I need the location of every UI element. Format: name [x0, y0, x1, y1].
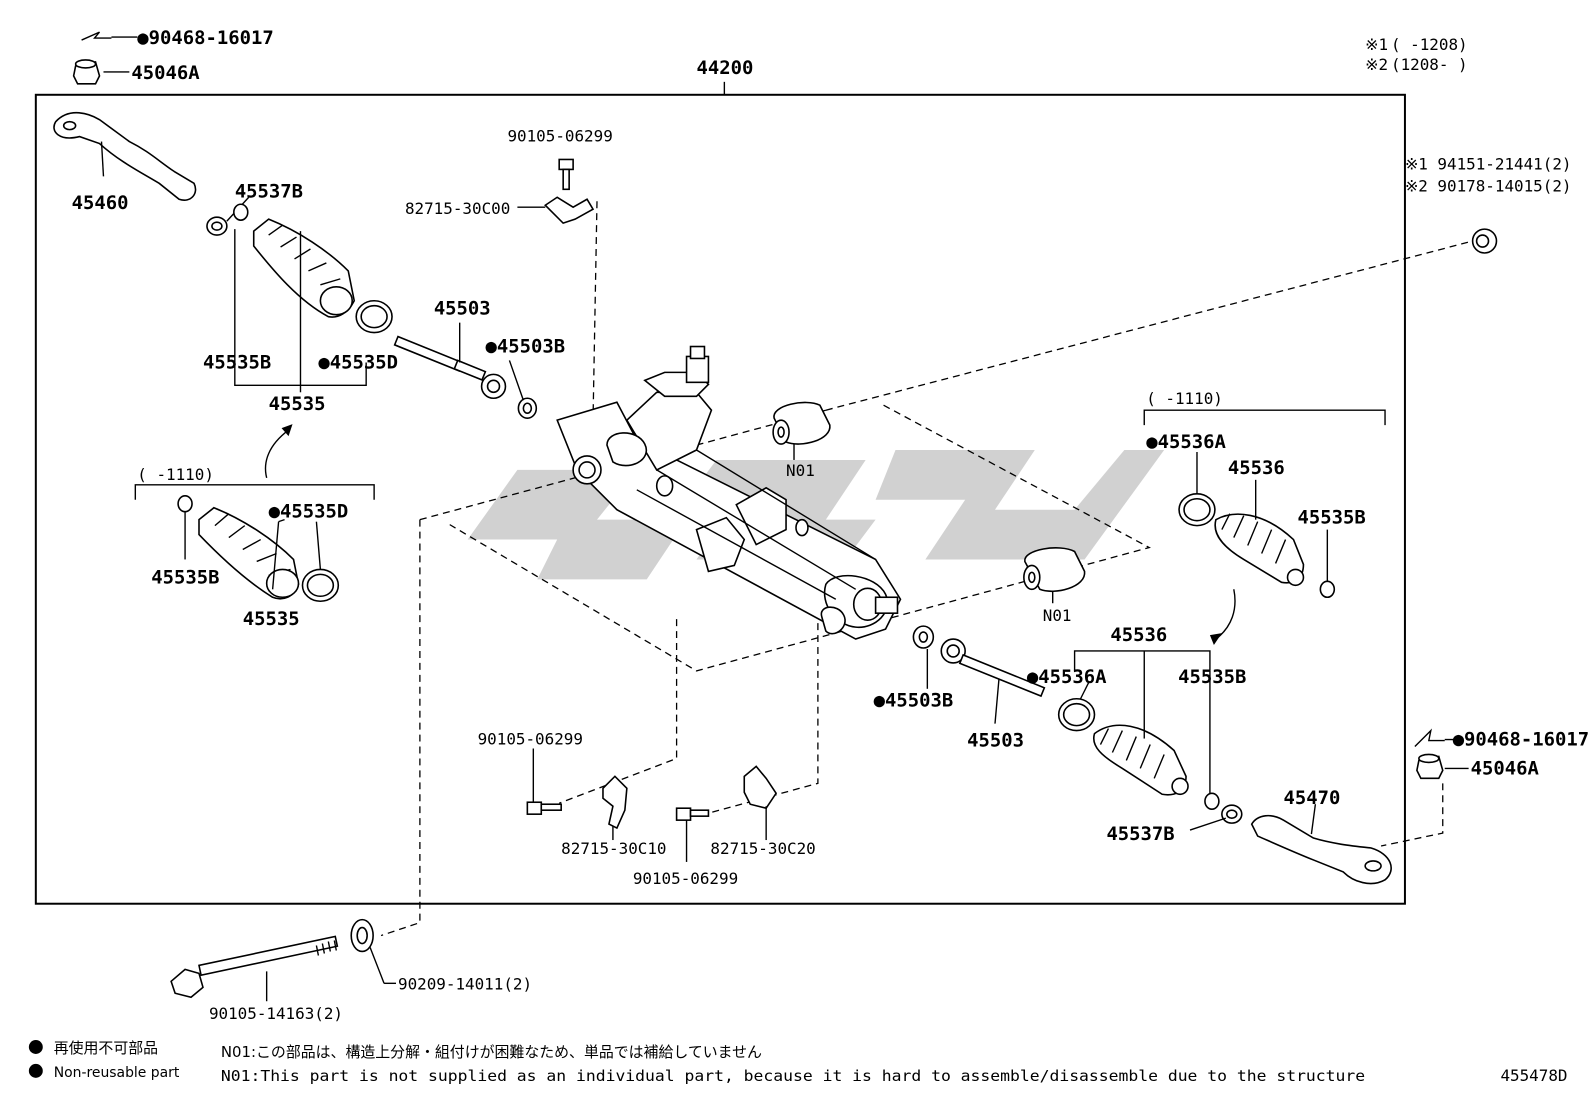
nut-45046a-left: [72, 59, 101, 85]
label-cotter-pin-right: ●90468-16017: [1453, 729, 1589, 751]
label-nut-left: 45046A: [131, 62, 200, 84]
boot-45535-left: [252, 218, 356, 318]
bolt-90105-06299-top: [558, 158, 574, 191]
period-note-2-range: (1208- ): [1391, 55, 1468, 74]
bolt-90105-06299-lower-left: [526, 801, 562, 815]
label-bracket-lower-left: 82715-30C10: [561, 839, 666, 858]
label-period-lower-left: ( -1110): [137, 465, 214, 484]
curved-arrow-up: [264, 429, 289, 479]
label-lock-washer-left: ●45503B: [486, 335, 566, 357]
label-clip-left: 45535B: [203, 351, 271, 373]
inner-tie-rod-left: [393, 335, 507, 400]
tie-rod-end-left: [53, 112, 197, 201]
bushing-n01-upper: [772, 401, 831, 445]
footnote-en: N01:This part is not supplied as an indi…: [221, 1067, 1365, 1085]
boot-45536-lower-right: [1092, 724, 1189, 796]
diagram-code: 455478D: [1500, 1066, 1567, 1085]
label-boot-right: 45536: [1228, 457, 1285, 479]
bolt-90105-06299-lower-right: [675, 807, 710, 821]
label-inner-rod-left: 45503: [434, 298, 491, 320]
boot-45536-right: [1214, 513, 1305, 587]
label-bushing-upper: N01: [786, 461, 815, 480]
bushing-n01-lower: [1023, 547, 1086, 593]
clamp-45537b-left: [206, 216, 228, 236]
small-clamp-lower-right: [1204, 792, 1220, 810]
period-note-2-mark: ※2: [1365, 55, 1388, 74]
bracket-82715-30c10: [602, 775, 628, 830]
label-band-right: ●45536A: [1146, 431, 1226, 453]
period-note-1-mark: ※1: [1365, 35, 1388, 54]
inner-tie-rod-right: [940, 638, 1046, 698]
label-clamp-right: 45537B: [1106, 823, 1174, 845]
bracket-82715-30c20: [743, 765, 778, 810]
label-bracket-lower-right: 82715-30C20: [710, 839, 815, 858]
label-bushing-lower: N01: [1043, 606, 1072, 625]
bracket-82715-30c00: [544, 196, 595, 225]
tie-rod-end-right: [1250, 814, 1392, 885]
label-washer-right-1: ※1 94151-21441(2): [1405, 154, 1572, 173]
band-45536a-right: [1178, 492, 1216, 527]
curved-arrow-down: [1215, 589, 1236, 640]
label-inner-rod-right: 45503: [967, 730, 1024, 752]
clamp-45537b-right: [1221, 804, 1243, 824]
label-bracket-top: 82715-30C00: [405, 199, 510, 218]
label-washer-mounting: 90209-14011(2): [398, 974, 532, 993]
legend-en: Non-reusable part: [54, 1065, 180, 1081]
band-45535d-lower-left: [301, 568, 340, 603]
dashed-reference-lines: [380, 201, 1473, 937]
label-clamp-left: 45537B: [235, 180, 303, 202]
label-clip-lower-left: 45535B: [151, 566, 219, 588]
label-bolt-lower-right: 90105-06299: [633, 869, 738, 888]
label-nut-right: 45046A: [1471, 757, 1540, 779]
legend-dot-en: [28, 1063, 43, 1078]
nut-45046a-right: [1416, 753, 1444, 780]
small-clamp-right: [1319, 580, 1336, 599]
label-boot-kit-left: 45535: [269, 393, 326, 415]
lock-washer-45503b-right: [912, 625, 935, 649]
legend-dot-jp: [28, 1040, 43, 1054]
small-clamp-lower-left: [177, 494, 193, 513]
label-band-lower-right: ●45536A: [1027, 666, 1107, 688]
label-bolt-lower-left: 90105-06299: [478, 730, 583, 749]
label-band-left: ●45535D: [318, 351, 398, 373]
band-45536a-lower-right: [1057, 697, 1096, 732]
label-clip-right: 45535B: [1297, 507, 1365, 529]
label-lock-washer-right: ●45503B: [874, 690, 954, 712]
washer-90209-14011: [350, 918, 374, 953]
label-tie-rod-end-right: 45470: [1284, 787, 1341, 809]
cotter-pin-left: [81, 31, 138, 41]
label-band-lower-left: ●45535D: [269, 501, 349, 523]
washer-94151-right: [1471, 228, 1498, 254]
assembly-frame: [34, 93, 1406, 905]
mounting-bolt-90105-14163: [170, 935, 339, 999]
period-note-1-range: ( -1208): [1391, 35, 1468, 54]
label-bolt-top: 90105-06299: [507, 127, 612, 146]
label-clip-lower-right: 45535B: [1178, 666, 1246, 688]
cotter-pin-right: [1414, 728, 1457, 748]
label-boot-kit-lower-right: 45536: [1110, 624, 1167, 646]
label-mounting-bolt: 90105-14163(2): [209, 1004, 343, 1023]
label-cotter-pin-left: ●90468-16017: [137, 27, 273, 49]
footnote-jp: N01:この部品は、構造上分解・組付けが困難なため、単品では補給していません: [221, 1043, 762, 1061]
assembly-label: 44200: [697, 57, 754, 79]
label-tie-rod-end-left: 45460: [72, 192, 129, 214]
steering-gear-housing: [556, 345, 902, 640]
legend-jp: 再使用不可部品: [54, 1039, 158, 1057]
label-period-right: ( -1110): [1146, 389, 1223, 408]
small-clamp-left: [233, 203, 249, 221]
label-washer-right-2: ※2 90178-14015(2): [1405, 176, 1572, 195]
lock-washer-45503b-left: [517, 397, 538, 419]
band-45535d-left: [355, 299, 393, 334]
label-boot-kit-lower-left: 45535: [243, 608, 300, 630]
